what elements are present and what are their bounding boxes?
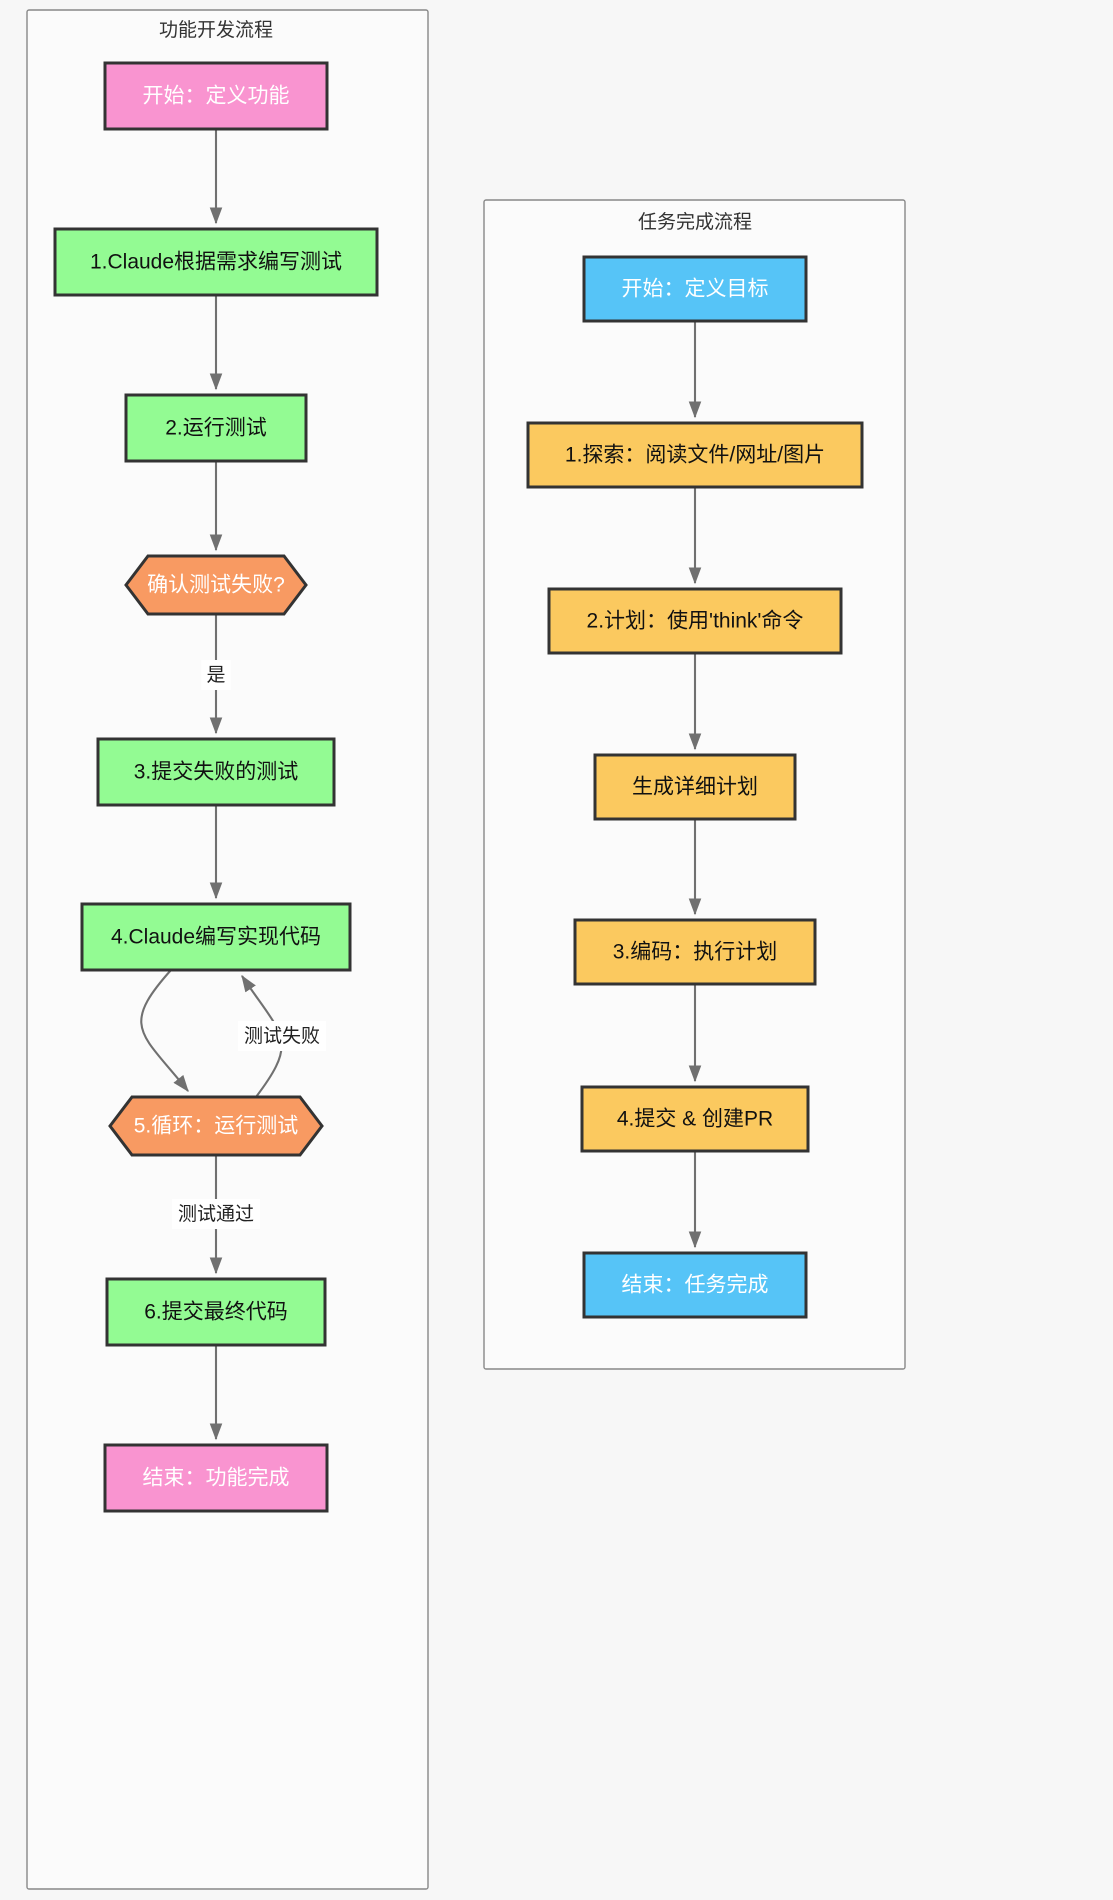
node-tc-1[interactable]: 1.探索：阅读文件/网址/图片	[526, 421, 864, 489]
node-shape-fd-4[interactable]	[96, 737, 336, 807]
subgraph-title-task-completion-flow: 任务完成流程	[638, 211, 752, 233]
node-tc-end[interactable]: 结束：任务完成	[582, 1251, 808, 1319]
node-shape-tc-3[interactable]	[593, 753, 797, 821]
subgraph-title-feature-development-flow: 功能开发流程	[159, 19, 273, 41]
node-shape-fd-6[interactable]	[108, 1095, 324, 1157]
node-tc-5[interactable]: 4.提交 & 创建PR	[580, 1085, 810, 1153]
node-shape-tc-2[interactable]	[547, 587, 843, 655]
node-label-fd-1: 1.Claude根据需求编写测试	[90, 251, 342, 274]
node-tc-start[interactable]: 开始：定义目标	[582, 255, 808, 323]
node-label-tc-2: 2.计划：使用'think'命令	[587, 610, 804, 633]
edge-label-bg	[201, 660, 231, 690]
node-label-fd-start: 开始：定义功能	[143, 85, 290, 108]
node-label-fd-end: 结束：功能完成	[143, 1467, 290, 1490]
node-fd-end[interactable]: 结束：功能完成	[103, 1443, 329, 1513]
node-tc-2[interactable]: 2.计划：使用'think'命令	[547, 587, 843, 655]
node-shape-fd-end[interactable]	[103, 1443, 329, 1513]
edge-label-bg	[172, 1199, 260, 1229]
edge-label-fd-3-to-fd-4: 是	[206, 665, 225, 686]
node-label-fd-4: 3.提交失败的测试	[134, 761, 299, 784]
node-fd-4[interactable]: 3.提交失败的测试	[96, 737, 336, 807]
node-shape-tc-1[interactable]	[526, 421, 864, 489]
node-shape-tc-5[interactable]	[580, 1085, 810, 1153]
node-shape-tc-start[interactable]	[582, 255, 808, 323]
node-fd-1[interactable]: 1.Claude根据需求编写测试	[53, 227, 379, 297]
edge-label-fd-6-to-fd-7: 测试通过	[178, 1203, 254, 1225]
node-shape-fd-5[interactable]	[80, 902, 352, 972]
node-shape-fd-1[interactable]	[53, 227, 379, 297]
edge-label-bg	[238, 1021, 326, 1051]
node-label-tc-start: 开始：定义目标	[622, 278, 769, 301]
node-shape-fd-2[interactable]	[124, 393, 308, 463]
node-label-fd-3: 确认测试失败?	[147, 574, 285, 597]
node-label-tc-4: 3.编码：执行计划	[613, 941, 778, 964]
node-label-fd-7: 6.提交最终代码	[144, 1301, 288, 1324]
node-shape-tc-4[interactable]	[573, 918, 817, 986]
node-label-tc-5: 4.提交 & 创建PR	[617, 1108, 773, 1131]
node-fd-7[interactable]: 6.提交最终代码	[105, 1277, 327, 1347]
node-fd-3[interactable]: 确认测试失败?	[124, 554, 308, 616]
node-shape-fd-3[interactable]	[124, 554, 308, 616]
node-fd-2[interactable]: 2.运行测试	[124, 393, 308, 463]
edge-fd-5-to-fd-6	[140, 969, 189, 1092]
node-label-tc-end: 结束：任务完成	[622, 1274, 769, 1297]
node-shape-fd-start[interactable]	[103, 61, 329, 131]
node-label-tc-3: 生成详细计划	[632, 776, 758, 799]
edge-label-fd-6-to-fd-5: 测试失败	[244, 1025, 320, 1047]
node-shape-tc-end[interactable]	[582, 1251, 808, 1319]
node-label-fd-2: 2.运行测试	[165, 417, 267, 440]
node-fd-5[interactable]: 4.Claude编写实现代码	[80, 902, 352, 972]
node-tc-4[interactable]: 3.编码：执行计划	[573, 918, 817, 986]
node-fd-start[interactable]: 开始：定义功能	[103, 61, 329, 131]
node-fd-6[interactable]: 5.循环：运行测试	[108, 1095, 324, 1157]
node-label-tc-1: 1.探索：阅读文件/网址/图片	[565, 444, 825, 467]
node-shape-fd-7[interactable]	[105, 1277, 327, 1347]
node-label-fd-6: 5.循环：运行测试	[134, 1115, 299, 1138]
node-label-fd-5: 4.Claude编写实现代码	[111, 926, 321, 949]
node-tc-3[interactable]: 生成详细计划	[593, 753, 797, 821]
